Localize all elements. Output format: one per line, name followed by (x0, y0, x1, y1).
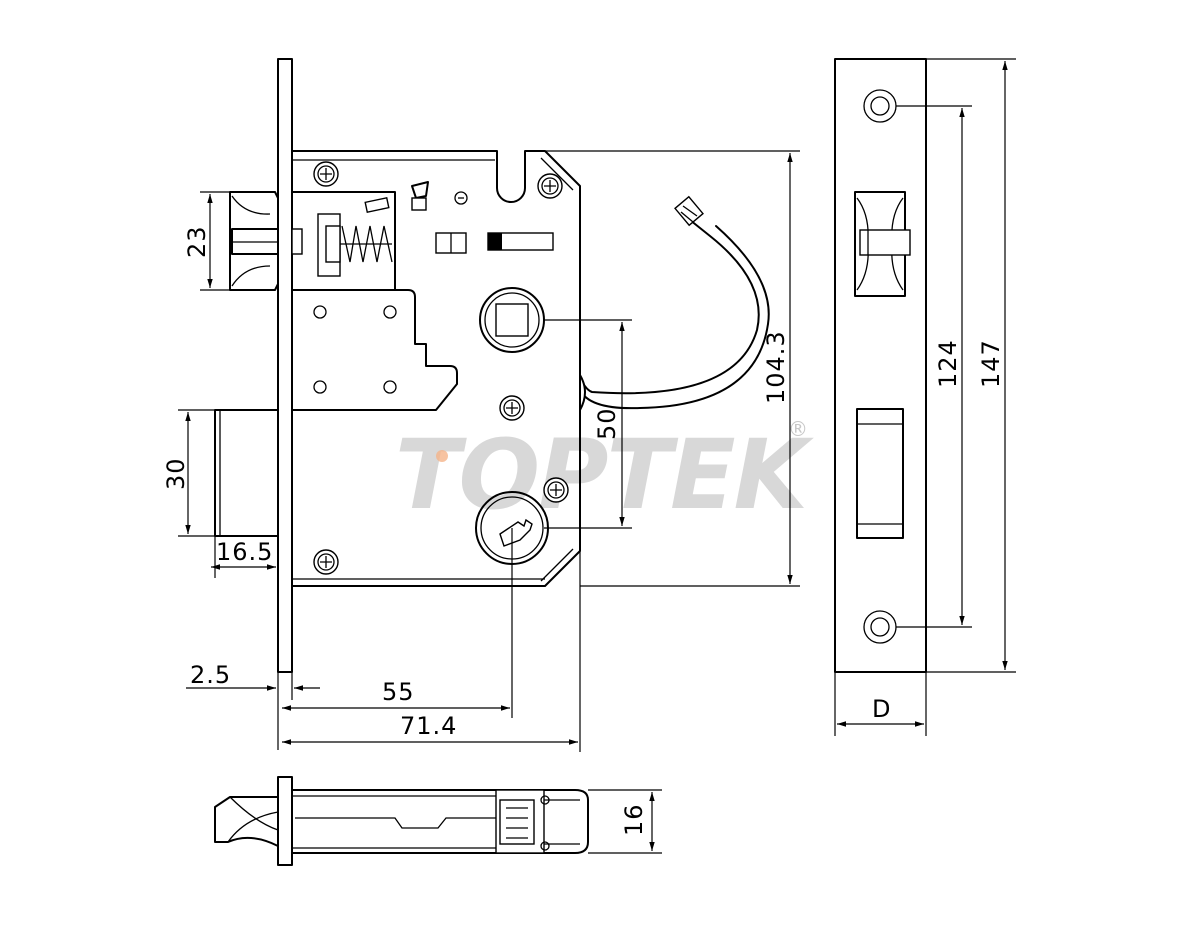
watermark-prefix: TO (395, 419, 538, 531)
strike-plate-view (834, 58, 927, 673)
dim-strike-width: D (872, 695, 891, 723)
dim-bolt-height: 30 (162, 457, 190, 490)
strike-dimensions: 124 147 D (834, 58, 1016, 736)
strike-hole-top (863, 89, 897, 123)
screw-bottom-left (313, 549, 339, 575)
dim-bolt-projection: 16.5 (216, 538, 273, 566)
dim-body-depth: 71.4 (400, 712, 457, 740)
side-dimensions: 16 (588, 789, 662, 854)
dim-strike-height: 147 (977, 339, 1005, 388)
side-case (291, 789, 589, 854)
watermark-accent-dot (436, 450, 448, 462)
screw-top-right (537, 173, 563, 199)
dim-latch-height: 23 (183, 225, 211, 258)
strike-bolt-opening (856, 408, 904, 539)
brand-watermark: TOPTEK ® (395, 417, 817, 531)
watermark-registered-mark: ® (788, 417, 808, 441)
spindle-hub (479, 287, 545, 353)
deadbolt (214, 409, 279, 537)
internal-components (411, 181, 554, 254)
watermark-suffix: PTEK (538, 419, 814, 531)
side-faceplate (277, 776, 293, 866)
strike-hole-bottom (863, 610, 897, 644)
strike-plate (834, 58, 927, 673)
dim-faceplate-thickness: 2.5 (190, 661, 231, 689)
dim-body-height: 104.3 (762, 330, 790, 404)
dim-strike-hole-spacing: 124 (934, 339, 962, 388)
deadbolt-plate (291, 289, 458, 411)
front-dimensions: 23 30 16.5 2.5 55 71.4 50 104.3 (162, 150, 800, 752)
dim-lock-thickness: 16 (620, 803, 648, 836)
strike-latch-opening (854, 191, 911, 297)
side-view (214, 776, 589, 866)
faceplate (277, 58, 293, 673)
side-latch (214, 796, 279, 847)
dim-backset: 55 (382, 678, 415, 706)
screw-top-left (313, 161, 339, 187)
dim-spindle-to-key: 50 (593, 407, 621, 440)
screw-middle (499, 395, 525, 421)
lock-case (291, 150, 581, 587)
svg-text:TOPTEK: TOPTEK (395, 419, 815, 531)
latch-mechanism (291, 191, 396, 291)
sensor-cable (579, 195, 770, 411)
screw-right (543, 477, 569, 503)
front-view (214, 58, 770, 673)
